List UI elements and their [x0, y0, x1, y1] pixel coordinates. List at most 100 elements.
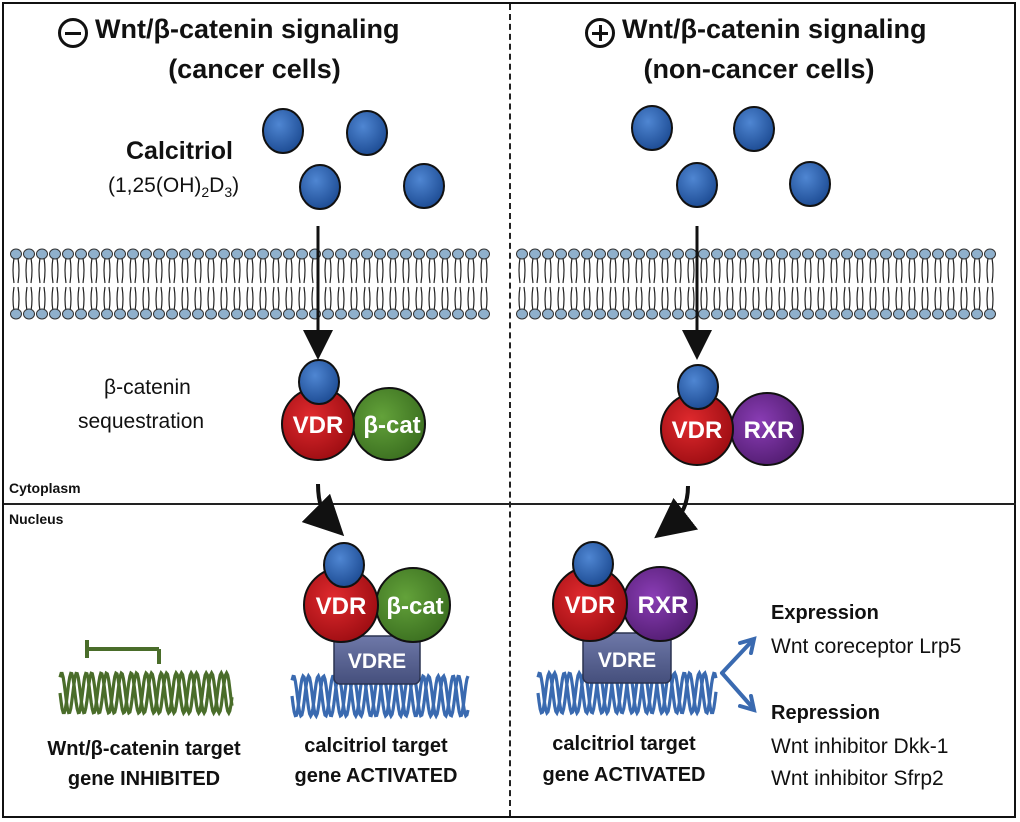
phospholipid-head [724, 308, 736, 320]
phospholipid-head [439, 308, 451, 320]
phospholipid-head [23, 308, 35, 320]
phospholipid-head [620, 308, 632, 320]
panel-divider [509, 4, 511, 816]
phospholipid-head [192, 308, 204, 320]
right-title-line1: Wnt/β-catenin signaling [622, 14, 927, 44]
phospholipid-head [218, 248, 230, 260]
phospholipid-head [854, 308, 866, 320]
phospholipid-head [374, 308, 386, 320]
sequestration-line1: β-catenin [104, 376, 191, 399]
phospholipid-head [140, 248, 152, 260]
repression-item: Wnt inhibitor Sfrp2 [771, 767, 944, 790]
phospholipid-head [400, 248, 412, 260]
phospholipid-head [101, 308, 113, 320]
dna-strand [58, 669, 234, 717]
expression-heading: Expression [771, 602, 879, 624]
phospholipid-head [153, 248, 165, 260]
phospholipid-head [542, 248, 554, 260]
phospholipid-head [932, 308, 944, 320]
vdre-label: VDRE [598, 649, 656, 672]
expression-item: Wnt coreceptor Lrp5 [771, 635, 962, 658]
repression-heading: Repression [771, 702, 880, 724]
phospholipid-head [478, 308, 490, 320]
rxr-label: RXR [744, 417, 795, 444]
repression-item: Wnt inhibitor Dkk-1 [771, 735, 949, 758]
phospholipid-head [919, 248, 931, 260]
phospholipid-head [88, 248, 100, 260]
regulation-arrows [720, 636, 757, 713]
phospholipid-head [841, 248, 853, 260]
phospholipid-head [49, 248, 61, 260]
phospholipid-head [465, 248, 477, 260]
phospholipid-head [205, 248, 217, 260]
phospholipid-head [867, 308, 879, 320]
phospholipid-head [711, 248, 723, 260]
phospholipid-head [581, 308, 593, 320]
inhibition-symbol [85, 640, 161, 664]
phospholipid-head [646, 308, 658, 320]
sequestration-line2: sequestration [78, 410, 205, 433]
phospholipid-head [36, 248, 48, 260]
left-title-line2: (cancer cells) [168, 54, 341, 84]
phospholipid-head [607, 248, 619, 260]
phospholipid-head [698, 248, 710, 260]
vdre-label: VDRE [348, 650, 406, 673]
calcitriol-molecule [676, 162, 718, 208]
minus-sign-icon [58, 18, 88, 48]
phospholipid-head [335, 308, 347, 320]
phospholipid-head [971, 248, 983, 260]
phospholipid-head [270, 248, 282, 260]
phospholipid-head [646, 248, 658, 260]
calcitriol-molecule [299, 164, 341, 210]
vdr-bcat-complex-cytoplasm: VDR β-cat [281, 359, 426, 461]
vdr-label: VDR [293, 412, 344, 439]
phospholipid-head [568, 248, 580, 260]
phospholipid-head [413, 308, 425, 320]
phospholipid-head [659, 308, 671, 320]
phospholipid-head [880, 248, 892, 260]
phospholipid-head [348, 308, 360, 320]
calcitriol-label: Calcitriol [126, 137, 233, 165]
phospholipid-head [750, 308, 762, 320]
phospholipid-head [49, 308, 61, 320]
cell-membrane-left [10, 248, 490, 320]
calcitriol-molecule [346, 110, 388, 156]
vdr-label: VDR [316, 593, 367, 620]
phospholipid-head [361, 308, 373, 320]
phospholipid-head [62, 248, 74, 260]
phospholipid-head [555, 248, 567, 260]
calcitriol-molecule [789, 161, 831, 207]
phospholipid-head [828, 248, 840, 260]
phospholipid-head [400, 308, 412, 320]
activated-caption-left-line1: calcitriol target [304, 735, 448, 757]
phospholipid-head [166, 248, 178, 260]
phospholipid-head [568, 308, 580, 320]
phospholipid-head [529, 248, 541, 260]
phospholipid-head [815, 248, 827, 260]
phospholipid-head [127, 248, 139, 260]
phospholipid-head [140, 308, 152, 320]
nucleus-label: Nucleus [9, 511, 64, 527]
phospholipid-head [231, 248, 243, 260]
phospholipid-head [594, 248, 606, 260]
phospholipid-head [594, 308, 606, 320]
phospholipid-head [789, 308, 801, 320]
phospholipid-head [815, 308, 827, 320]
phospholipid-head [555, 308, 567, 320]
phospholipid-head [270, 308, 282, 320]
phospholipid-head [516, 248, 528, 260]
phospholipid-head [828, 308, 840, 320]
phospholipid-head [192, 248, 204, 260]
phospholipid-head [322, 308, 334, 320]
phospholipid-head [114, 308, 126, 320]
phospholipid-head [296, 308, 308, 320]
calcitriol-formula: (1,25(OH)2D3) [108, 174, 240, 201]
rxr-label: RXR [638, 592, 689, 619]
phospholipid-head [10, 248, 22, 260]
phospholipid-head [711, 308, 723, 320]
phospholipid-head [945, 308, 957, 320]
phospholipid-head [127, 308, 139, 320]
phospholipid-head [776, 308, 788, 320]
vdr-label: VDR [672, 417, 723, 444]
